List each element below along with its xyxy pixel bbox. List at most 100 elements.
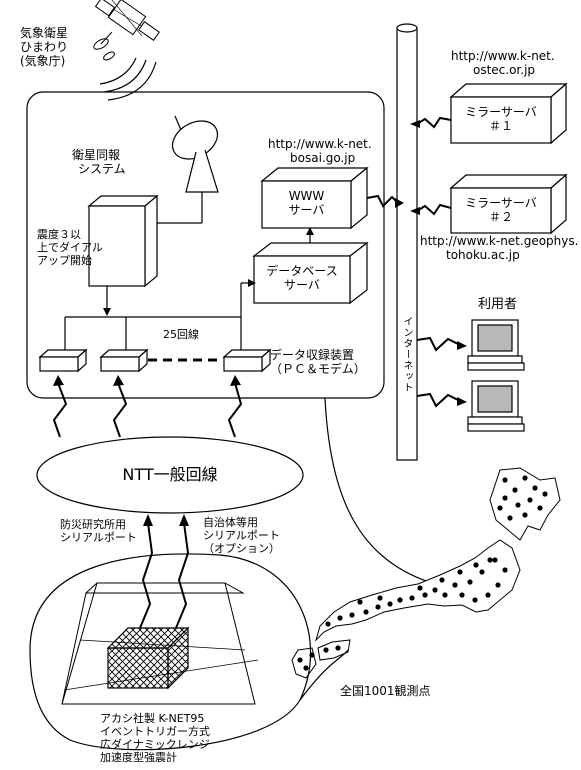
- station-dot: [432, 587, 438, 593]
- www-server-line: サーバ: [288, 203, 325, 217]
- station-dot: [497, 505, 503, 511]
- dish-antenna-icon: [147, 115, 219, 224]
- connection-curve: [324, 397, 433, 584]
- station-dot: [507, 515, 513, 521]
- internet-label: インターネット: [401, 316, 412, 393]
- station-dot: [323, 647, 329, 653]
- database-server-box: [252, 241, 369, 305]
- station-dot: [397, 597, 403, 603]
- serial-port-arrows: [139, 522, 190, 629]
- station-dot: [337, 615, 343, 621]
- station-dot: [409, 595, 415, 601]
- www-server-line: WWW: [288, 189, 325, 203]
- mirror2-line: ミラーサーバ: [465, 196, 537, 210]
- station-dots: [297, 475, 548, 671]
- database-line: データベース: [266, 264, 338, 278]
- seismometer-line: 加速度型強震計: [100, 751, 177, 764]
- phone-line-arrows: [52, 382, 243, 438]
- station-dot: [542, 491, 548, 497]
- port-line: シリアルポート: [203, 529, 280, 542]
- internet-backbone: [396, 23, 418, 461]
- mirror2-line: ＃２: [488, 210, 513, 224]
- station-dot: [537, 505, 543, 511]
- station-dot: [442, 592, 448, 598]
- users-label: 利用者: [478, 297, 518, 312]
- station-dot: [532, 485, 538, 491]
- station-dot: [349, 612, 355, 618]
- port-line: シリアルポート: [60, 531, 137, 544]
- mirror-server-2-label: ミラーサーバ ＃２: [451, 196, 551, 224]
- mirror1-line: ミラーサーバ: [465, 105, 537, 119]
- www-server-url: http://www.k-net. bosai.go.jp: [268, 137, 372, 165]
- signal-waves: [99, 57, 157, 101]
- trigger-note-line: 上でダイアル: [37, 241, 103, 254]
- municipal-port-label: 自治体等用 シリアルポート （オプション）: [203, 516, 280, 555]
- modem-3: [222, 348, 272, 373]
- database-line: サーバ: [284, 278, 320, 292]
- www-server-box: [260, 166, 369, 230]
- nied-port-label: 防災研究所用 シリアルポート: [60, 518, 137, 544]
- broadcast-system-label: 衛星同報 システム: [72, 148, 126, 176]
- port-line: 自治体等用: [203, 516, 258, 529]
- url-line: http://www.k-net.: [268, 137, 372, 151]
- collector-line: データ収録装置: [270, 348, 355, 362]
- receiver-unit: [87, 194, 159, 288]
- trigger-note: 震度３以 上でダイアル アップ開始: [37, 228, 103, 267]
- broadcast-line: システム: [78, 162, 126, 176]
- mirror-server-2-box: [449, 173, 568, 235]
- ntt-line-ellipse: [36, 436, 304, 514]
- station-dot: [473, 562, 479, 568]
- station-dot: [377, 595, 383, 601]
- modem-1: [38, 348, 88, 373]
- station-dot: [479, 569, 485, 575]
- url-line: http://www.k-net.geophys.: [420, 234, 579, 248]
- trigger-note-line: 震度３以: [37, 228, 81, 241]
- station-dot: [472, 597, 478, 603]
- seismometer-line: イベントトリガー方式: [100, 725, 210, 738]
- station-dot: [515, 502, 521, 508]
- seismometer-box: [106, 626, 190, 690]
- line-bus: [64, 316, 242, 350]
- station-dot: [502, 567, 508, 573]
- station-dot: [357, 599, 363, 605]
- trigger-note-line: アップ開始: [37, 254, 92, 267]
- mirror-server-2-url: http://www.k-net.geophys. tohoku.ac.jp: [420, 234, 578, 262]
- database-server-label: データベース サーバ: [254, 264, 350, 292]
- mirror-server-1-label: ミラーサーバ ＃１: [451, 105, 551, 133]
- stations-label: 全国1001観測点: [340, 684, 431, 698]
- port-line: 防災研究所用: [60, 518, 126, 531]
- url-line: tohoku.ac.jp: [446, 248, 520, 262]
- station-dot: [439, 577, 445, 583]
- satellite-label-line: (気象庁): [20, 54, 66, 68]
- broadcast-line: 衛星同報: [72, 148, 121, 162]
- seismometer-label: アカシ社製 K-NET95 イベントトリガー方式 広ダイナミックレンジ 加速度型…: [100, 712, 210, 764]
- modem-2: [99, 348, 149, 373]
- station-dot: [522, 475, 528, 481]
- url-line: http://www.k-net.: [451, 49, 555, 63]
- data-center-box: [26, 91, 385, 399]
- station-dot: [522, 512, 528, 518]
- station-dot: [452, 582, 458, 588]
- station-dot: [297, 657, 303, 663]
- station-dot: [457, 569, 463, 575]
- collector-line: （ＰＣ＆モデム）: [270, 362, 366, 376]
- station-dot: [527, 497, 533, 503]
- station-dot: [335, 645, 341, 651]
- mirror1-line: ＃１: [488, 119, 513, 133]
- www-server-label: WWW サーバ: [262, 189, 351, 217]
- station-dot: [467, 579, 473, 585]
- station-dot: [422, 592, 428, 598]
- station-dot: [375, 604, 381, 610]
- station-dot: [363, 609, 369, 615]
- url-line: ostec.or.jp: [473, 63, 536, 77]
- japan-map: [291, 467, 561, 679]
- ntt-line-label: NTT一般回線: [122, 465, 218, 484]
- station-dot: [512, 487, 518, 493]
- url-line: bosai.go.jp: [290, 151, 356, 165]
- mirror-server-1-url: http://www.k-net. ostec.or.jp: [451, 49, 555, 77]
- lines-count-label: 25回線: [163, 328, 199, 341]
- station-dot: [417, 585, 423, 591]
- satellite-label-line: ひまわり: [20, 40, 69, 54]
